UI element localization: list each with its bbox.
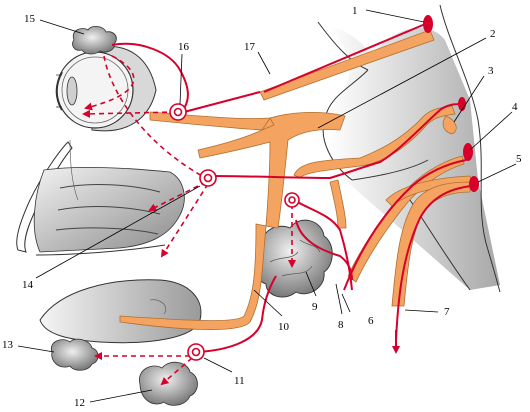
label-1: 1: [352, 5, 358, 17]
callout-labels: 1 2 3 4 5 6 7 8 9 10 11 12 13 14 15 16 1…: [2, 5, 522, 409]
nerve-3-gland: [442, 115, 457, 135]
nerve-tail: [119, 223, 267, 330]
pathway-lines: [111, 21, 473, 353]
parotid-gland: [50, 338, 99, 371]
label-2: 2: [490, 28, 496, 40]
label-17: 17: [244, 41, 256, 53]
nerve-3: [293, 105, 456, 179]
sublingual-gland: [138, 361, 198, 406]
label-6: 6: [368, 315, 374, 327]
label-13: 13: [2, 339, 14, 351]
nasal-cavity: [16, 139, 185, 256]
label-15: 15: [24, 13, 36, 25]
nerve-2-branch: [260, 117, 275, 131]
ganglia: [169, 103, 300, 361]
label-8: 8: [338, 319, 344, 331]
label-16: 16: [178, 41, 190, 53]
label-10: 10: [278, 321, 290, 333]
dashed-pathways: [82, 55, 296, 386]
leader-lines: [17, 9, 517, 403]
label-3: 3: [488, 65, 494, 77]
eye: [55, 45, 157, 132]
nerve-17: [259, 29, 435, 101]
lacrimal-gland: [72, 26, 117, 55]
label-5: 5: [516, 153, 522, 165]
nerve-7: [391, 181, 471, 307]
label-12: 12: [74, 397, 85, 409]
nuclei: [423, 15, 479, 192]
label-14: 14: [22, 279, 34, 291]
submandibular-gland: [255, 219, 333, 298]
label-11: 11: [234, 375, 245, 387]
oral-cavity: [39, 279, 202, 344]
label-7: 7: [444, 306, 450, 318]
label-4: 4: [512, 101, 518, 113]
label-9: 9: [312, 301, 318, 313]
